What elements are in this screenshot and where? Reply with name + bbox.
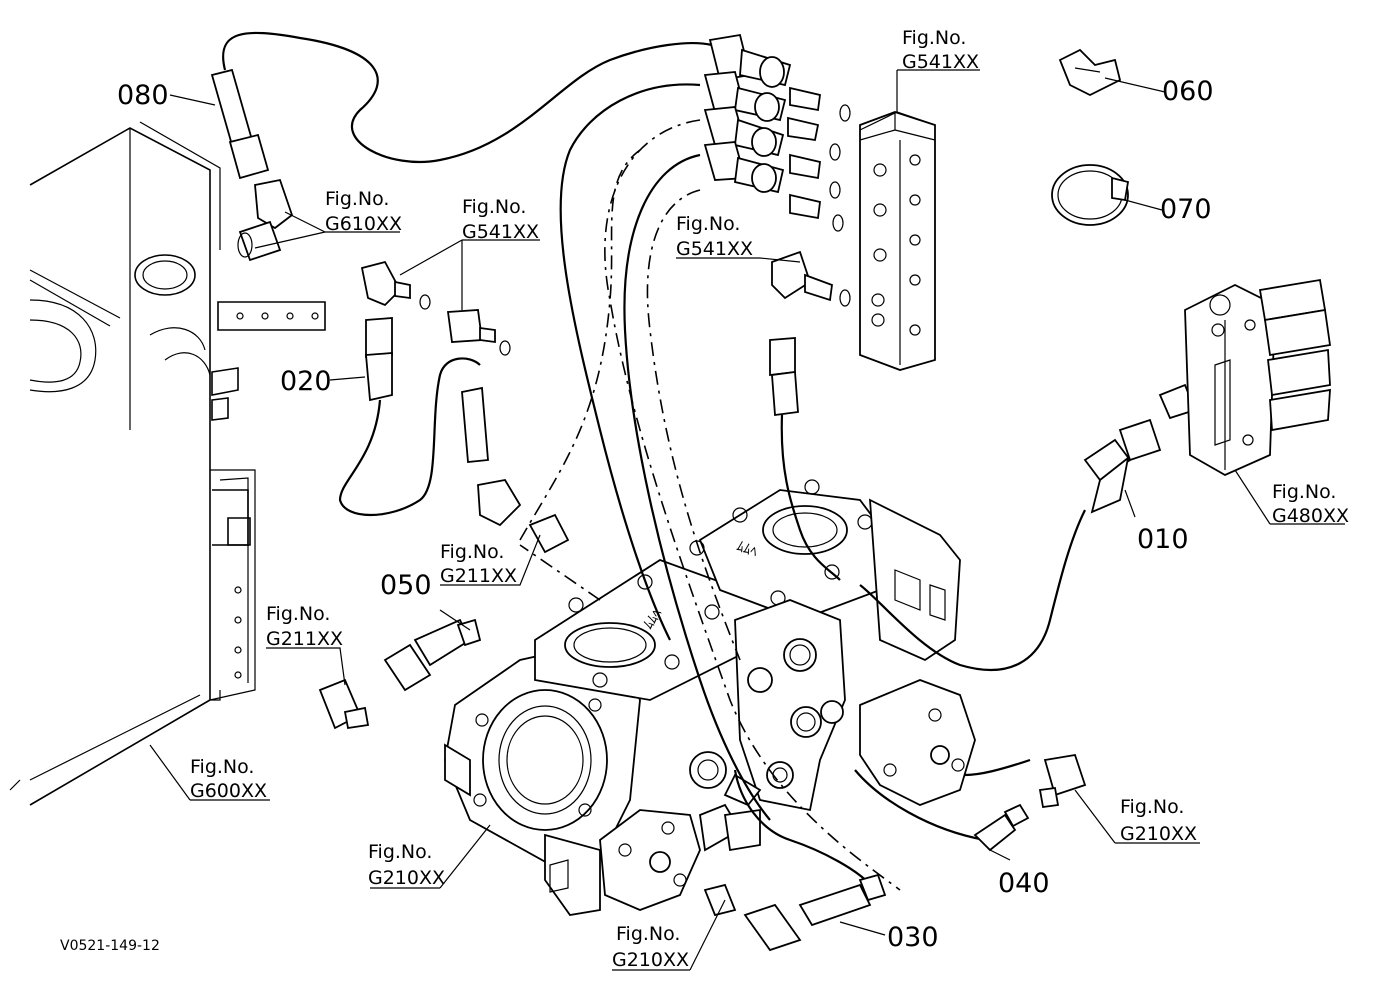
label-080: 080 xyxy=(117,80,169,111)
fig-label-g541-mid: Fig.No. xyxy=(676,213,740,235)
svg-text:ﾑﾑﾍ: ﾑﾑﾍ xyxy=(735,539,760,561)
label-030: 030 xyxy=(887,922,939,953)
label-040: 040 xyxy=(998,868,1050,899)
label-010: 010 xyxy=(1137,524,1189,555)
part-080-hose-fitting xyxy=(210,68,294,262)
drawing-code: V0521-149-12 xyxy=(60,938,160,954)
fig-label-g211-center: Fig.No. xyxy=(440,541,504,563)
part-010-sensor xyxy=(1083,383,1197,514)
fig-code-g541-left: G541XX xyxy=(462,221,539,243)
label-060: 060 xyxy=(1162,76,1214,107)
manifold-hose-connectors xyxy=(703,33,851,417)
part-020-hose-fitting xyxy=(360,260,511,402)
hydraulic-pump-assembly: ﾑﾑﾍ ﾑﾑﾍ xyxy=(444,479,976,916)
part-number-labels: 080 060 070 020 050 010 040 030 xyxy=(117,76,1214,953)
fig-label-g480: Fig.No. xyxy=(1272,481,1336,503)
control-valve-drawing xyxy=(1184,278,1332,477)
fig-label-g211-left: Fig.No. xyxy=(266,603,330,625)
fig-code-g541-top: G541XX xyxy=(902,51,979,73)
part-060-clip xyxy=(1058,48,1122,97)
label-020: 020 xyxy=(280,366,332,397)
fig-code-g541-mid: G541XX xyxy=(676,238,753,260)
manifold-block-drawing xyxy=(859,111,936,371)
fig-label-g210-right: Fig.No. xyxy=(1120,796,1184,818)
fig-code-g480: G480XX xyxy=(1272,505,1349,527)
fig-code-g210-left: G210XX xyxy=(368,867,445,889)
fig-label-g600: Fig.No. xyxy=(190,756,254,778)
hoses xyxy=(222,31,1086,891)
fig-label-g210-left: Fig.No. xyxy=(368,841,432,863)
fig-code-g210-right: G210XX xyxy=(1120,823,1197,845)
part-070-band xyxy=(1051,164,1130,226)
part-050-hose-fitting xyxy=(383,386,570,692)
figure-reference-labels: Fig.No. G541XX Fig.No. G610XX Fig.No. G5… xyxy=(190,27,1349,971)
fig-label-g541-left: Fig.No. xyxy=(462,196,526,218)
fig-code-g210-bottom: G210XX xyxy=(612,949,689,971)
label-070: 070 xyxy=(1160,194,1212,225)
fig-label-g610: Fig.No. xyxy=(325,188,389,210)
fig-label-g541-top: Fig.No. xyxy=(902,27,966,49)
label-050: 050 xyxy=(380,570,432,601)
fig-code-g600: G600XX xyxy=(190,780,267,802)
tank-frame-drawing xyxy=(9,121,326,806)
part-040-sensor xyxy=(973,753,1087,852)
fig-label-g210-bottom: Fig.No. xyxy=(616,923,680,945)
part-030-hose-fitting xyxy=(703,873,887,952)
fig-code-g610: G610XX xyxy=(325,213,402,235)
left-elbow-fitting xyxy=(318,678,370,730)
leader-lines xyxy=(149,69,1345,971)
fig-code-g211-center: G211XX xyxy=(440,565,517,587)
fig-code-g211-left: G211XX xyxy=(266,628,343,650)
